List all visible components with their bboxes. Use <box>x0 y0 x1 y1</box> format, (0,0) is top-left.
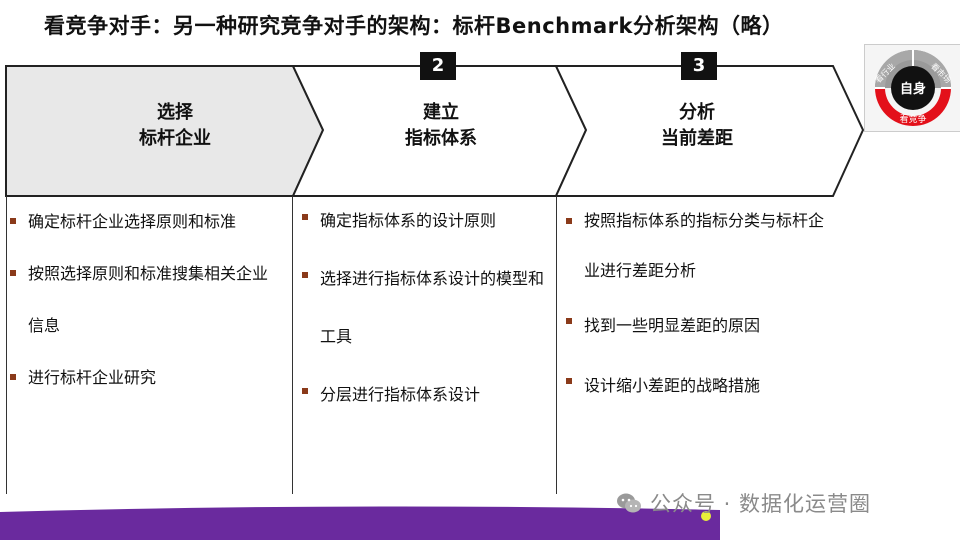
watermark-text: 公众号 · 数据化运营圈 <box>650 492 872 516</box>
footer-band <box>0 506 720 540</box>
column-1: 确定标杆企业选择原则和标准 按照选择原则和标准搜集相关企业信息 进行标杆企业研究 <box>10 196 280 494</box>
column-divider <box>6 196 7 494</box>
process-chevrons <box>5 65 865 197</box>
bullet-item: 确定标杆企业选择原则和标准 <box>10 196 280 248</box>
column-3: 按照指标体系的指标分类与标杆企业进行差距分析 找到一些明显差距的原因 设计缩小差… <box>566 196 836 494</box>
bullet-item: 选择进行指标体系设计的模型和工具 <box>302 250 547 366</box>
step-3-line2: 当前差距 <box>661 128 733 149</box>
bullet-item: 分层进行指标体系设计 <box>302 366 547 424</box>
perspective-badge: 自身 看行业 看市场 看竞争 <box>864 44 960 132</box>
step-2-number: 2 <box>420 52 456 80</box>
bullet-item: 按照指标体系的指标分类与标杆企业进行差距分析 <box>566 196 836 296</box>
bullet-item: 进行标杆企业研究 <box>10 352 280 404</box>
column-divider <box>292 196 293 494</box>
column-divider <box>556 196 557 494</box>
column-2: 确定指标体系的设计原则 选择进行指标体系设计的模型和工具 分层进行指标体系设计 <box>302 192 547 490</box>
watermark: 公众号 · 数据化运营圈 <box>616 488 871 518</box>
step-3-number: 3 <box>681 52 717 80</box>
badge-bottom-label: 看竞争 <box>899 113 926 125</box>
chevron-step-3 <box>554 65 865 197</box>
step-1-line2: 标杆企业 <box>139 128 211 149</box>
step-1-line1: 选择 <box>157 102 193 123</box>
step-1-heading: 选择 标杆企业 <box>100 100 250 152</box>
step-2-line1: 建立 <box>423 102 459 123</box>
badge-ring: 自身 看行业 看市场 看竞争 <box>873 50 953 126</box>
step-3-line1: 分析 <box>679 102 715 123</box>
wechat-icon <box>617 493 641 513</box>
bullet-item: 按照选择原则和标准搜集相关企业信息 <box>10 248 280 352</box>
step-3-heading: 分析 当前差距 <box>622 100 772 152</box>
bullet-item: 设计缩小差距的战略措施 <box>566 356 836 416</box>
bullet-item: 确定指标体系的设计原则 <box>302 192 547 250</box>
step-2-heading: 建立 指标体系 <box>366 100 516 152</box>
badge-center-label: 自身 <box>900 81 926 97</box>
bullet-item: 找到一些明显差距的原因 <box>566 296 836 356</box>
page-title: 看竞争对手：另一种研究竞争对手的架构：标杆Benchmark分析架构（略） <box>44 14 784 38</box>
step-2-line2: 指标体系 <box>405 128 477 149</box>
